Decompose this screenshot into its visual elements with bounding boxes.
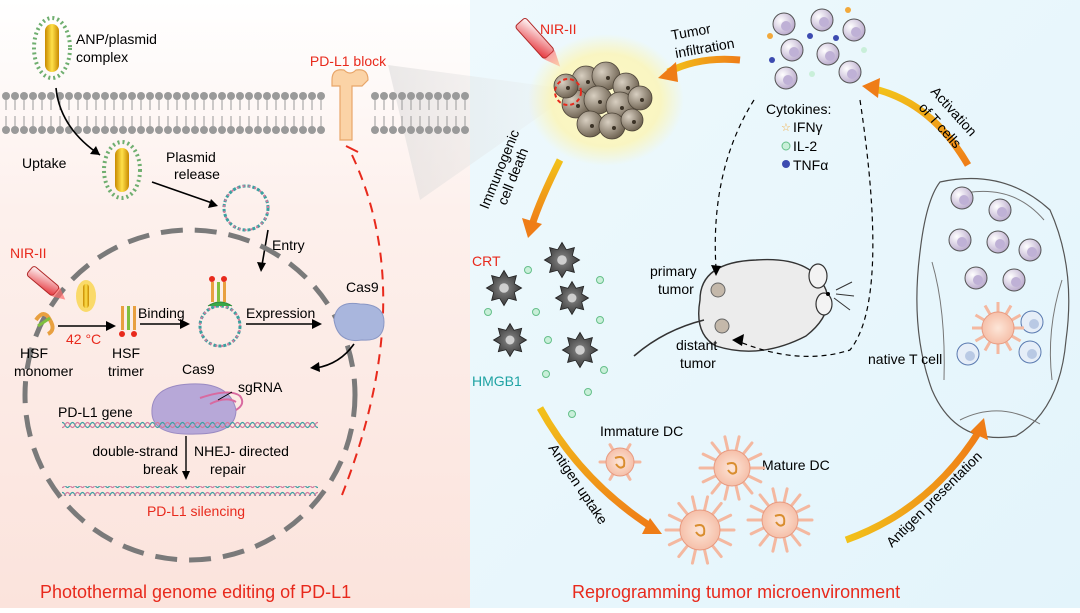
plasmid-release-line1: Plasmid (166, 149, 216, 165)
ifn-label: IFNγ (793, 119, 823, 135)
hsf-monomer-icon (34, 312, 55, 336)
entry-label: Entry (272, 237, 305, 253)
primary-tumor-icon (553, 61, 653, 140)
pd-l1-block-label: PD-L1 block (310, 53, 387, 69)
dashed-arrow-distant (739, 99, 874, 357)
pd-l1-protein-icon (331, 69, 369, 141)
hsf-monomer-line2: monomer (14, 363, 73, 379)
anp-internalized-icon (102, 140, 142, 200)
cas9-arrow (315, 343, 355, 369)
pd-l1-silencing-label: PD-L1 silencing (147, 503, 245, 519)
binding-label: Binding (138, 305, 185, 321)
plasmid-release-line2: release (174, 166, 220, 182)
immature-dc-label: Immature DC (600, 423, 683, 439)
hsf-monomer-line1: HSF (20, 345, 48, 361)
uptake-arrow (55, 87, 101, 156)
antigen-uptake-arrow (536, 406, 652, 529)
primary-tumor-line2: tumor (658, 281, 694, 297)
mouse-icon (633, 258, 855, 357)
nhej-line2: repair (210, 461, 246, 477)
tumor-focus-circle (554, 78, 582, 106)
silenced-dna (62, 486, 318, 496)
pd-l1-gene-dna (62, 421, 318, 431)
bound-plasmid-icon (198, 276, 242, 348)
uptake-label: Uptake (22, 155, 67, 171)
release-arrow (151, 181, 216, 205)
anp-label-line2: complex (76, 49, 128, 65)
block-bar (345, 145, 359, 153)
tumor-infiltration-line1: Tumor (670, 20, 712, 43)
anp-plasmid-complex-icon (32, 16, 72, 80)
icd-arrow (528, 158, 564, 227)
il2-icon (781, 141, 791, 151)
tnf-icon (782, 160, 790, 168)
pd-l1-gene-label: PD-L1 gene (58, 404, 133, 420)
dendritic-cells (598, 435, 814, 565)
cytokines-label: Cytokines: (766, 101, 831, 117)
heat-icon (76, 280, 96, 312)
ifn-icon: ☆ (781, 122, 791, 134)
tnf-label: TNFα (793, 157, 828, 173)
activation-arrow (869, 84, 972, 167)
cas9-protein-label: Cas9 (346, 279, 379, 295)
right-panel-title: Reprogramming tumor microenvironment (572, 582, 900, 602)
cas9-protein-icon (333, 302, 385, 342)
native-t-cell-label: native T cell (868, 351, 942, 367)
activated-t-cells (767, 7, 867, 90)
distant-tumor-line2: tumor (680, 355, 716, 371)
mature-dc-label: Mature DC (762, 457, 830, 473)
double-strand-line2: break (143, 461, 179, 477)
anp-label-line1: ANP/plasmid (76, 31, 157, 47)
dying-tumor-cells (484, 241, 608, 418)
double-strand-line1: double-strand (92, 443, 178, 459)
hsf-trimer-icon (119, 306, 137, 337)
expression-label: Expression (246, 305, 315, 321)
inhibition-dashed-line (339, 154, 385, 501)
nir-ii-left-label: NIR-II (10, 245, 47, 261)
nir-ii-right-label: NIR-II (540, 21, 577, 37)
antigen-presentation-arrow (844, 428, 983, 544)
hmgb1-label: HMGB1 (472, 373, 522, 389)
il2-label: IL-2 (793, 138, 817, 154)
hsf-trimer-line1: HSF (112, 345, 140, 361)
sgrna-label: sgRNA (238, 379, 283, 395)
nucleus-boundary (22, 227, 358, 563)
distant-tumor-line1: distant (676, 337, 717, 353)
cas9-complex-label: Cas9 (182, 361, 215, 377)
dashed-arrow-primary (714, 99, 755, 269)
primary-tumor-line1: primary (650, 263, 697, 279)
t-cells-in-node (948, 186, 1044, 366)
cell-membrane (2, 92, 469, 134)
temperature-label: 42 °C (66, 331, 101, 347)
left-panel-title: Photothermal genome editing of PD-L1 (40, 582, 351, 602)
crt-label: CRT (472, 253, 501, 269)
laser-icon-left (26, 266, 66, 300)
hsf-trimer-line2: trimer (108, 363, 144, 379)
nhej-line1: NHEJ- directed (194, 443, 289, 459)
